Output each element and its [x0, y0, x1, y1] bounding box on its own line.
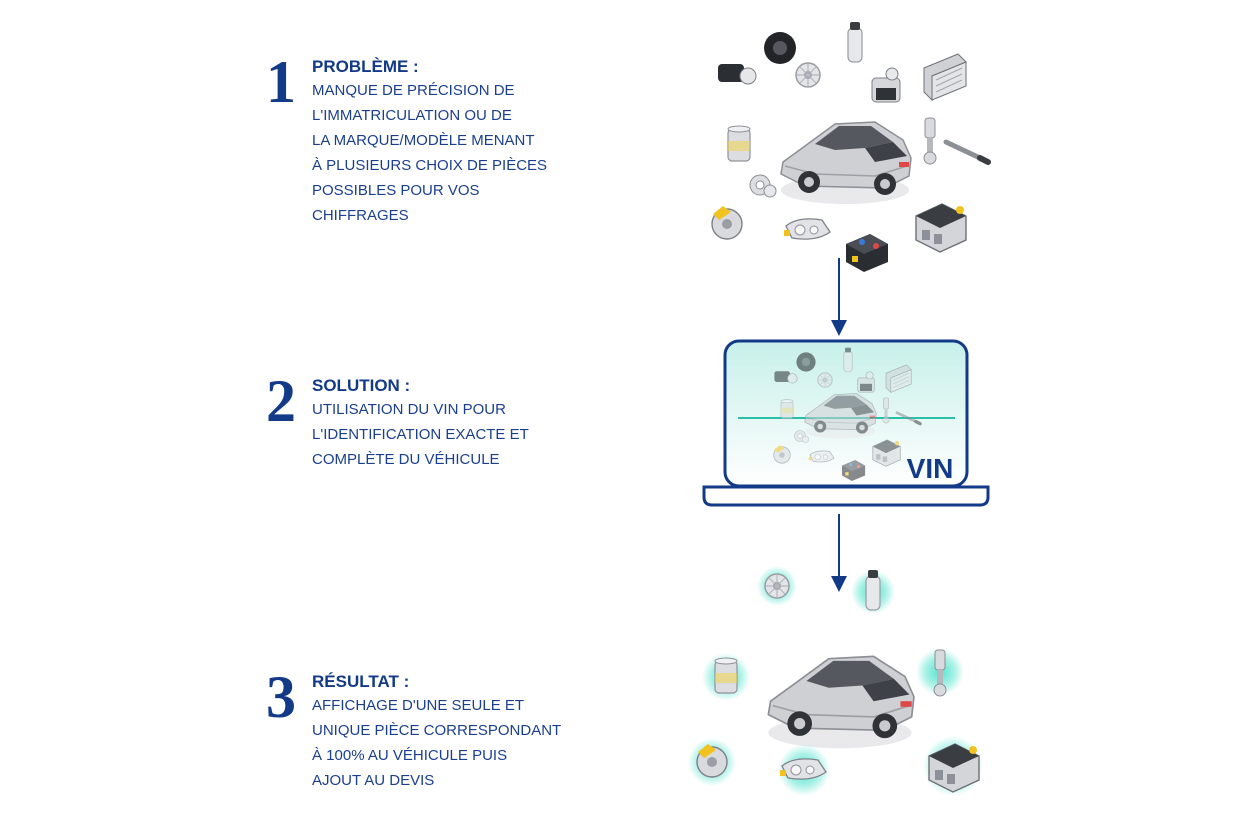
step-text: PROBLÈME : MANQUE DE PRÉCISION DE L'IMMA… — [312, 56, 612, 228]
step-text: SOLUTION : UTILISATION DU VIN POUR L'IDE… — [312, 375, 612, 472]
step-line: COMPLÈTE DU VÉHICULE — [312, 451, 500, 468]
laptop-base — [702, 485, 990, 507]
step-line: POSSIBLES POUR VOS — [312, 182, 480, 199]
step-line: MANQUE DE PRÉCISION DE — [312, 82, 515, 99]
step-line: UNIQUE PIÈCE CORRESPONDANT — [312, 722, 562, 739]
battery-icon — [846, 234, 888, 272]
radiator-icon — [923, 53, 967, 101]
tire-icon — [796, 352, 816, 372]
step-line: L'IMMATRICULATION OU DE — [312, 107, 512, 124]
oil-filter-icon — [714, 657, 738, 694]
car-icon — [780, 121, 912, 205]
step-heading: SOLUTION : — [312, 376, 411, 395]
brake-caliper-icon — [871, 67, 901, 103]
wheel-rim-icon — [764, 573, 790, 599]
step-number: 3 — [266, 664, 296, 730]
vin-label: VIN — [907, 453, 954, 484]
step-line: AJOUT AU DEVIS — [312, 772, 435, 789]
laptop-screen: VIN — [723, 339, 969, 488]
oil-filter-icon — [780, 399, 794, 420]
spark-plug-icon — [946, 142, 988, 162]
wheel-rim-icon — [817, 372, 833, 388]
fuel-pump-icon — [847, 21, 863, 63]
starter-motor-icon — [717, 63, 757, 85]
tire-icon — [764, 32, 796, 64]
fuel-pump-icon — [843, 347, 853, 372]
brake-disc-icon — [711, 205, 743, 240]
fuel-pump-icon — [865, 569, 881, 611]
step-line: À 100% AU VÉHICULE PUIS — [312, 747, 508, 764]
headlight-icon — [783, 218, 831, 240]
step-line: LA MARQUE/MODÈLE MENANT — [312, 132, 535, 149]
engine-icon — [915, 203, 967, 253]
car-icon — [767, 655, 915, 750]
step-line: CHIFFRAGES — [312, 207, 409, 224]
shock-absorber-icon — [923, 117, 937, 165]
step-line: AFFICHAGE D'UNE SEULE ET — [312, 697, 525, 714]
step-line: À PLUSIEURS CHOIX DE PIÈCES — [312, 157, 548, 174]
step-heading: RÉSULTAT : — [312, 672, 410, 691]
step-number: 2 — [266, 368, 296, 434]
water-pump-icon — [749, 174, 777, 198]
wheel-rim-icon — [795, 62, 821, 88]
step-line: UTILISATION DU VIN POUR — [312, 401, 506, 418]
step-text: RÉSULTAT : AFFICHAGE D'UNE SEULE ET UNIQ… — [312, 671, 612, 793]
step-heading: PROBLÈME : — [312, 57, 419, 76]
step-number: 1 — [266, 49, 296, 115]
step-line: L'IDENTIFICATION EXACTE ET — [312, 426, 529, 443]
top-parts-cluster — [711, 21, 988, 272]
oil-filter-icon — [727, 125, 751, 162]
result-parts-cluster — [688, 566, 983, 796]
